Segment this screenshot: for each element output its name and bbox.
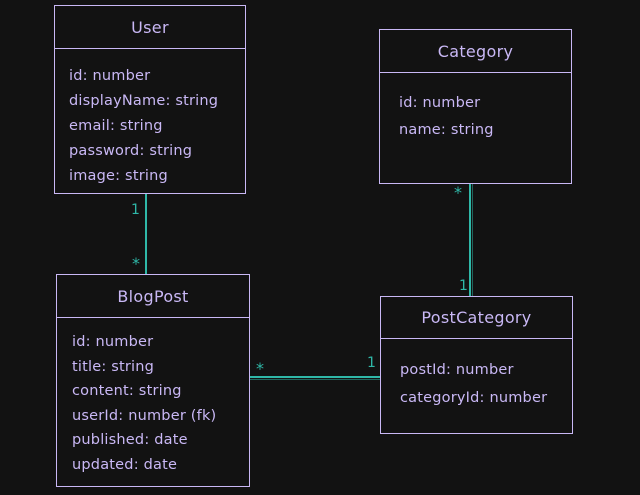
field: id: number [399,95,481,111]
field: content: string [72,383,182,399]
field: image: string [69,168,168,184]
field: updated: date [72,456,178,473]
field: userId: number (fk) [72,407,217,424]
connector-category-postcategory-inner [472,184,473,296]
field: id: number [72,334,154,350]
connector-blogpost-postcategory [250,376,380,378]
entity-title: Category [380,30,571,73]
entity-blogpost: BlogPost id: number title: string conten… [56,274,250,487]
connector-blogpost-postcategory-inner [250,379,380,380]
field-list: id: number title: string content: string… [72,330,249,477]
entity-postcategory: PostCategory postId: number categoryId: … [380,296,573,434]
entity-category: Category id: number name: string [379,29,572,184]
field: name: string [399,122,494,138]
connector-category-postcategory [469,184,471,296]
field: title: string [72,358,155,375]
entity-user: User id: number displayName: string emai… [54,5,246,194]
entity-title: BlogPost [57,275,249,318]
multiplicity-label: * [132,254,140,273]
field: password: string [69,143,193,159]
field-list: id: number displayName: string email: st… [69,64,245,189]
entity-title: PostCategory [381,297,572,339]
field: email: string [69,118,163,134]
field: published: date [72,432,188,448]
field: postId: number [400,362,514,378]
multiplicity-label: * [454,183,462,202]
multiplicity-label: 1 [459,278,468,294]
connector-user-blogpost [145,194,147,274]
entity-title: User [55,6,245,49]
field: displayName: string [69,93,219,109]
multiplicity-label: * [256,359,264,378]
field: categoryId: number [400,390,548,406]
multiplicity-label: 1 [367,355,376,371]
field: id: number [69,68,151,84]
field-list: postId: number categoryId: number [400,356,572,412]
multiplicity-label: 1 [131,202,140,218]
field-list: id: number name: string [399,90,571,144]
